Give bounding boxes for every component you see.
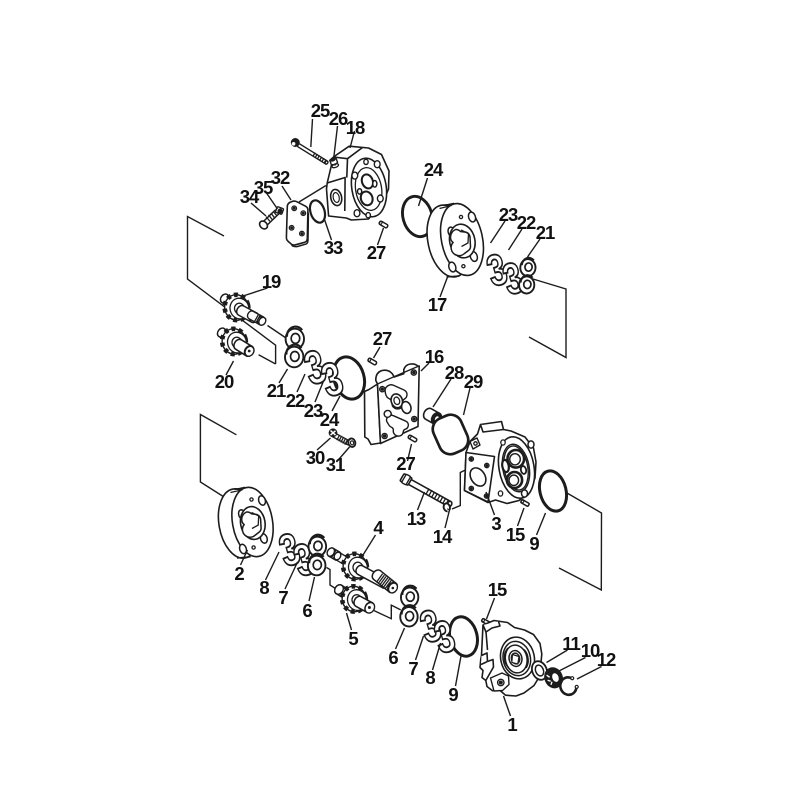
svg-text:23: 23 [499,204,518,225]
svg-text:22: 22 [517,212,536,233]
svg-text:15: 15 [488,579,507,600]
svg-text:9: 9 [448,684,458,705]
svg-text:29: 29 [464,371,483,392]
svg-text:27: 27 [396,453,415,474]
svg-text:6: 6 [302,600,312,621]
svg-text:17: 17 [428,294,447,315]
svg-text:23: 23 [304,400,323,421]
svg-text:8: 8 [425,667,435,688]
svg-text:9: 9 [529,533,539,554]
svg-text:21: 21 [536,222,555,243]
svg-text:25: 25 [311,100,330,121]
svg-text:12: 12 [597,649,616,670]
svg-text:20: 20 [215,371,234,392]
svg-text:28: 28 [445,362,464,383]
svg-text:14: 14 [433,526,453,547]
svg-text:22: 22 [286,390,305,411]
svg-text:15: 15 [506,524,525,545]
svg-text:21: 21 [267,380,286,401]
svg-text:5: 5 [348,628,358,649]
svg-text:33: 33 [324,237,343,258]
svg-text:31: 31 [326,454,345,475]
svg-text:16: 16 [425,346,444,367]
svg-text:24: 24 [320,409,340,430]
svg-text:30: 30 [306,447,325,468]
svg-text:10: 10 [581,640,600,661]
svg-text:19: 19 [262,271,281,292]
svg-text:27: 27 [373,328,392,349]
svg-text:7: 7 [278,587,288,608]
svg-text:26: 26 [329,108,348,129]
svg-text:4: 4 [373,517,384,538]
svg-text:13: 13 [407,508,426,529]
svg-text:32: 32 [271,167,290,188]
svg-text:35: 35 [254,177,273,198]
svg-text:34: 34 [240,186,260,207]
svg-text:24: 24 [424,159,444,180]
svg-text:3: 3 [491,513,501,534]
svg-text:6: 6 [388,647,398,668]
svg-text:1: 1 [507,714,517,735]
svg-text:27: 27 [367,242,386,263]
svg-text:11: 11 [562,633,580,654]
svg-text:8: 8 [259,577,269,598]
svg-text:2: 2 [234,563,244,584]
svg-text:7: 7 [408,658,418,679]
svg-text:18: 18 [346,117,365,138]
